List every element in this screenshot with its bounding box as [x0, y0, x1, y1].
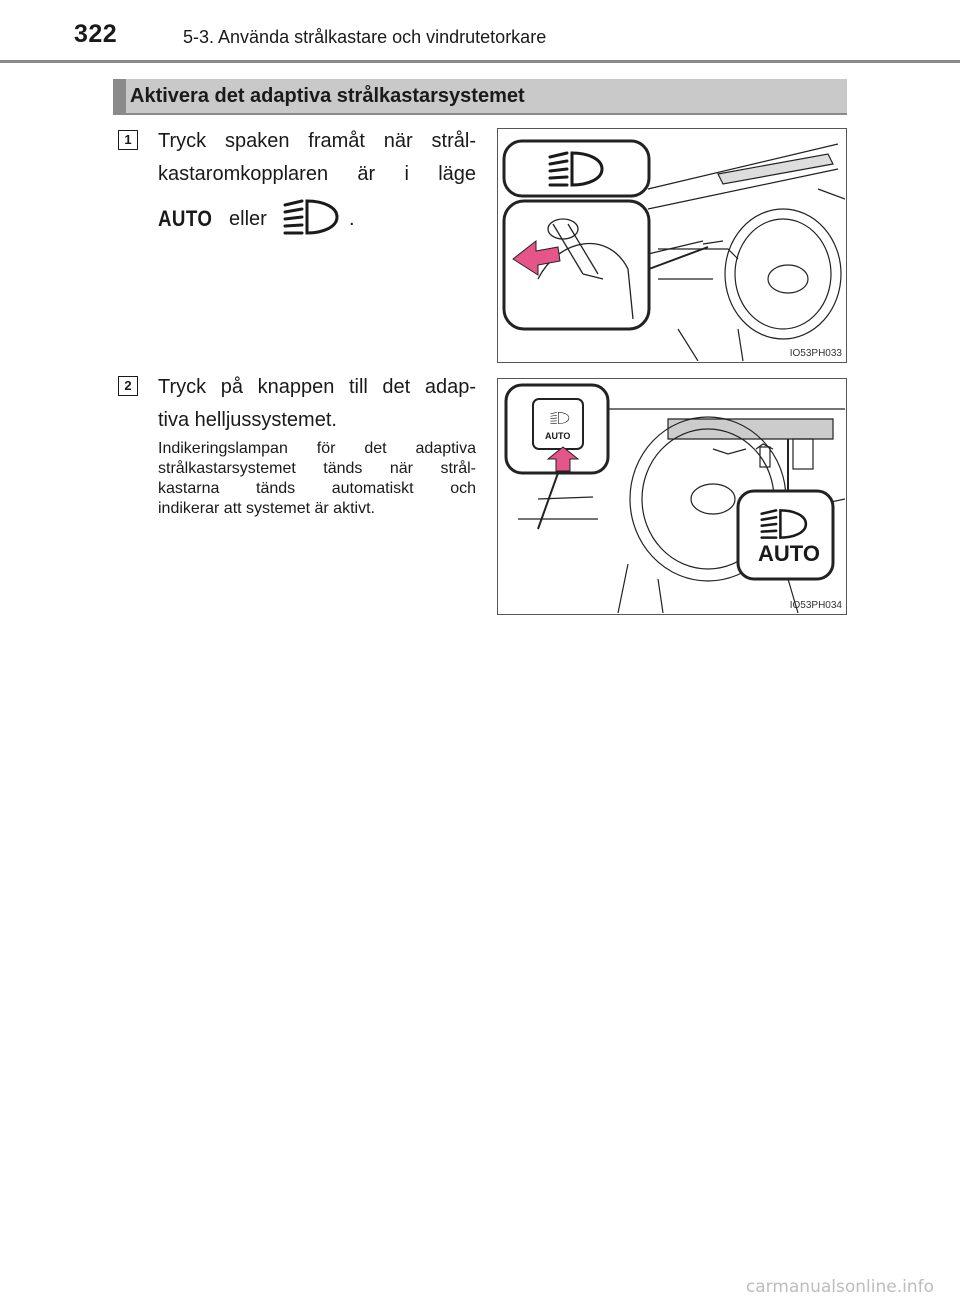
- note-line-4: indikerar att systemet är aktivt.: [158, 500, 375, 517]
- step-1-text: Tryck spaken framåt när strål- kastaromk…: [158, 125, 476, 191]
- auto-mode-icon: AUTO: [158, 206, 213, 231]
- button-auto-label: AUTO: [545, 431, 570, 441]
- or-word: eller: [229, 208, 267, 230]
- section-rule: [113, 113, 847, 115]
- headlight-icon: [283, 199, 339, 235]
- header-rule: [0, 60, 960, 63]
- step-2-line-2: tiva helljussystemet.: [158, 409, 337, 431]
- step-1-line-2: kastaromkopplaren är i läge: [158, 163, 476, 185]
- indicator-auto-label: AUTO: [758, 541, 820, 566]
- figure-dashboard-illustration: AUTO AUTO IO53PH034: [497, 378, 847, 615]
- step-number-2: 2: [118, 376, 138, 396]
- figure-lever-illustration: IO53PH033: [497, 128, 847, 363]
- section-title: Aktivera det adaptiva strålkastarsysteme…: [130, 85, 525, 107]
- step-2-text: Tryck på knappen till det adap- tiva hel…: [158, 371, 476, 437]
- step-2-note: Indikeringslampan för det adaptiva strål…: [158, 439, 476, 519]
- step-1-line-1: Tryck spaken framåt när strål-: [158, 130, 476, 152]
- section-header: Aktivera det adaptiva strålkastarsysteme…: [113, 79, 847, 113]
- lever-illustration: [502, 139, 846, 362]
- chapter-title: 5-3. Använda strålkastare och vindruteto…: [183, 27, 547, 47]
- period: .: [349, 208, 355, 230]
- note-line-1: Indikeringslampan för det adaptiva: [158, 440, 476, 457]
- dashboard-illustration: AUTO AUTO: [504, 383, 846, 614]
- note-line-2: strålkastarsystemet tänds när strål-: [158, 460, 476, 477]
- watermark: carmanualsonline.info: [745, 1277, 934, 1297]
- page-number: 322: [74, 20, 118, 48]
- figure-2-code: IO53PH034: [789, 600, 842, 611]
- note-line-3: kastarna tänds automatiskt och: [158, 480, 476, 497]
- figure-1-code: IO53PH033: [789, 348, 842, 359]
- step-2-line-1: Tryck på knappen till det adap-: [158, 376, 476, 398]
- step-number-1: 1: [118, 130, 138, 150]
